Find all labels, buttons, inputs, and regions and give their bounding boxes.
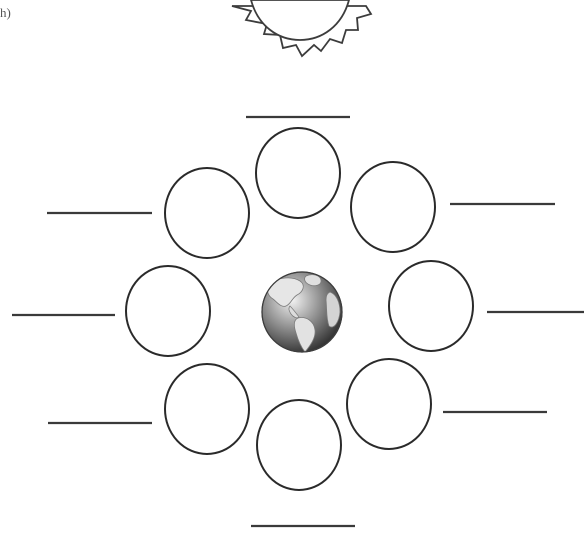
earth-globe-icon — [262, 272, 342, 352]
sun-icon — [232, 0, 371, 56]
moon-circle-bottom[interactable] — [257, 400, 341, 490]
moon-circle-top[interactable] — [256, 128, 340, 218]
moon-circle-left[interactable] — [126, 266, 210, 356]
moon-circle-right[interactable] — [389, 261, 473, 351]
moon-circle-bottom-left[interactable] — [165, 364, 249, 454]
moon-circle-bottom-right[interactable] — [347, 359, 431, 449]
moon-circle-top-right[interactable] — [351, 162, 435, 252]
moon-circle-top-left[interactable] — [165, 168, 249, 258]
